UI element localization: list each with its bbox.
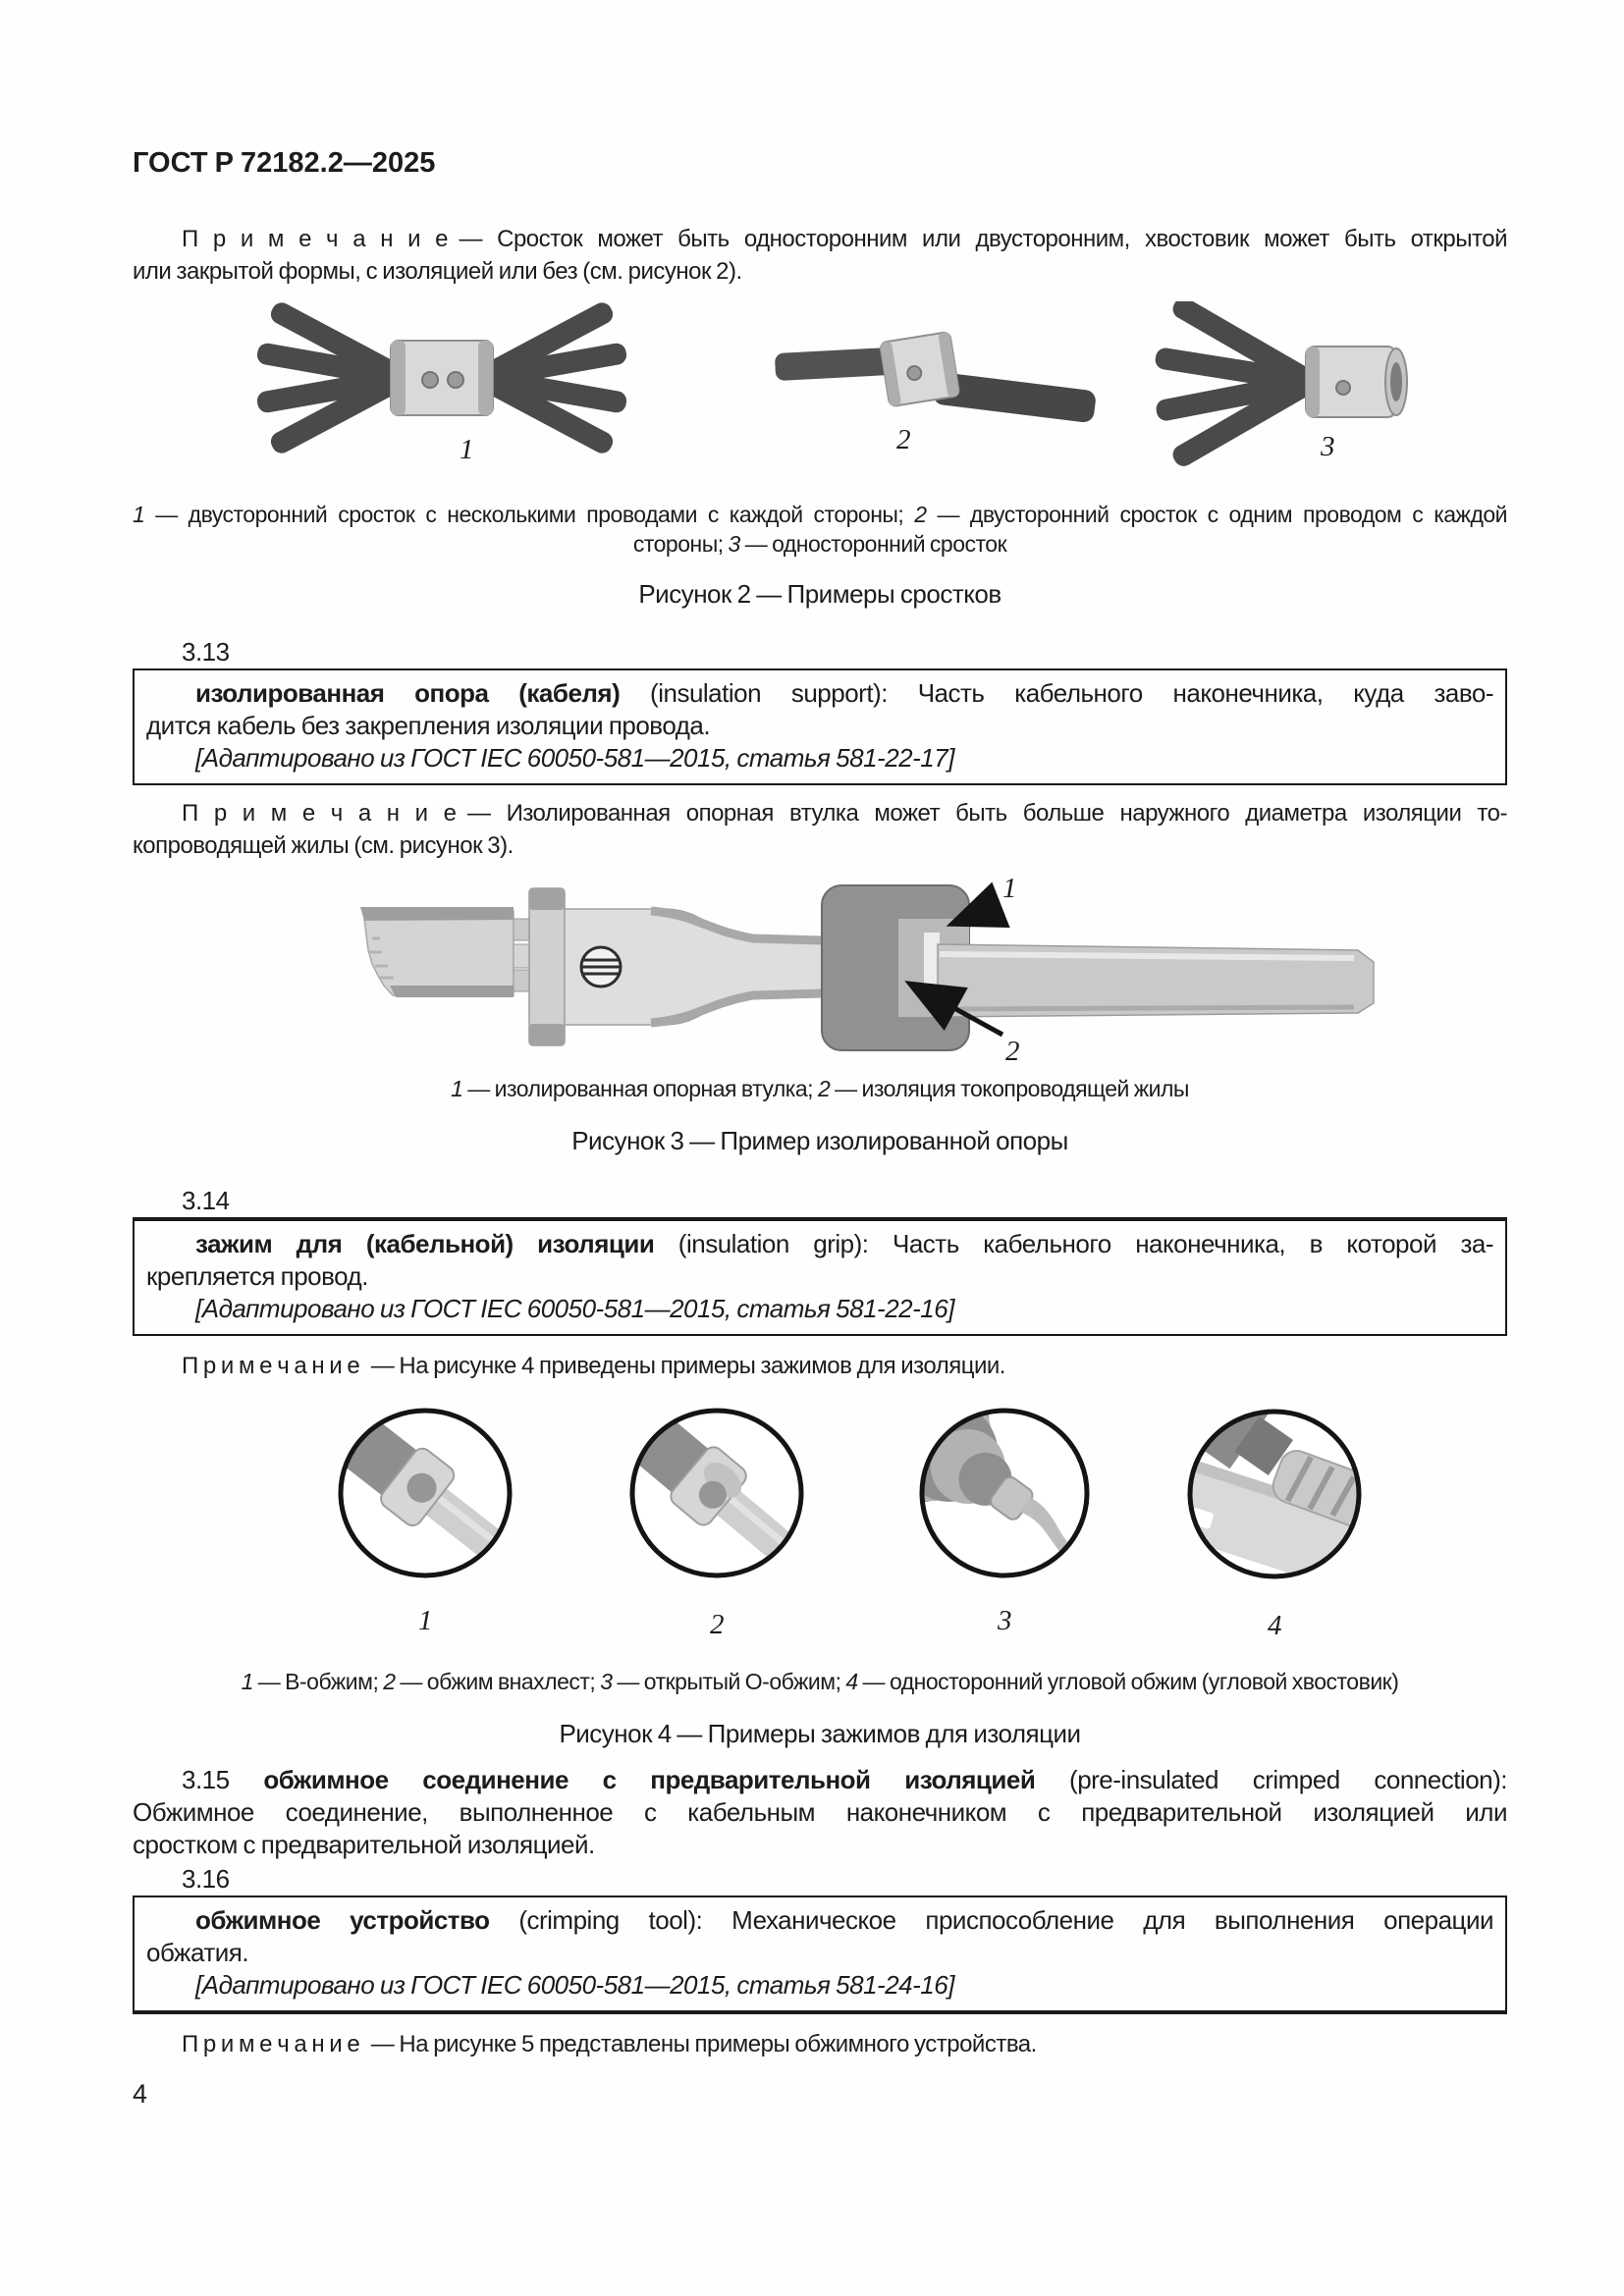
callout-arrow-2: [904, 981, 1004, 1038]
note-insulation-grip: П р и м е ч а н и е — На рисунке 4 приве…: [133, 1350, 1507, 1382]
text-line: П р и м е ч а н и е — Сросток может быть…: [182, 226, 1507, 252]
text-line: или закрытой формы, с изоляцией или без …: [133, 258, 742, 285]
figure2-label-1: 1: [460, 434, 473, 465]
text-line: обжимное устройство (crimping tool): Мех…: [195, 1905, 1493, 1935]
figure4-grip-overlap-crimp: [629, 1408, 804, 1578]
figure4-label-3: 3: [997, 1605, 1011, 1636]
text-line: 1 — В-обжим; 2 — обжим внахлест; 3 — отк…: [241, 1669, 1399, 1694]
figure3-terminal-drawing: [360, 881, 1375, 1051]
note-splice: П р и м е ч а н и е — Сросток может быть…: [133, 223, 1507, 288]
text-line: П р и м е ч а н и е — На рисунке 5 предс…: [182, 2031, 1037, 2057]
section-number-3-16: 3.16: [182, 1864, 230, 1894]
figure4-label-2: 2: [710, 1609, 724, 1640]
text-line: дится кабель без закрепления изоляции пр…: [146, 711, 711, 740]
text-line: зажим для (кабельной) изоляции (insulati…: [195, 1229, 1494, 1258]
figure2-caption: Рисунок 2 — Примеры сростков: [638, 579, 1001, 609]
figure2-label-3: 3: [1320, 431, 1334, 462]
text-line: копроводящей жилы (см. рисунок 3).: [133, 832, 514, 859]
text-line: обжатия.: [146, 1938, 249, 1967]
figure4-label-1: 1: [418, 1605, 432, 1636]
figure2-splice-two-sided-single: [775, 331, 1096, 423]
text-line: 1 — двусторонний сросток с несколькими п…: [133, 502, 1508, 527]
text-line: изолированная опора (кабеля) (insulation…: [195, 678, 1494, 708]
figure4-grip-angled-crimp: [1187, 1409, 1362, 1579]
figure3-image: 1 2: [360, 873, 1375, 1066]
text-line: [Адаптировано из ГОСТ IEC 60050-581—2015…: [195, 743, 954, 773]
text-line: П р и м е ч а н и е — Изолированная опор…: [182, 800, 1508, 827]
definition-box-3-13: изолированная опора (кабеля) (insulation…: [133, 668, 1507, 785]
text-line: [Адаптировано из ГОСТ IEC 60050-581—2015…: [195, 1294, 954, 1323]
figure3-label-2: 2: [1005, 1036, 1019, 1066]
note-crimping-tool: П р и м е ч а н и е — На рисунке 5 предс…: [133, 2028, 1507, 2060]
text-line: сростком с предварительной изоляцией.: [133, 1830, 595, 1859]
figure4-caption: Рисунок 4 — Примеры зажимов для изоляции: [559, 1719, 1081, 1748]
text-line: Обжимное соединение, выполненное с кабел…: [133, 1797, 1508, 1827]
figure2-label-2: 2: [896, 424, 910, 455]
note-insulation-support: П р и м е ч а н и е — Изолированная опор…: [133, 797, 1508, 862]
section-number-3-14: 3.14: [182, 1186, 230, 1215]
figure4-label-4: 4: [1268, 1610, 1281, 1641]
figure4-legend: 1 — В-обжим; 2 — обжим внахлест; 3 — отк…: [133, 1667, 1507, 1696]
figure4-image: 1 2 3 4: [338, 1408, 1362, 1641]
figure4-grip-b-crimp: [338, 1408, 513, 1578]
figure2-splice-one-sided: [1155, 301, 1408, 466]
figure4-grip-open-o-crimp: [919, 1408, 1090, 1578]
page-header: ГОСТ Р 72182.2—2025: [133, 147, 436, 179]
text-line: 1 — изолированная опорная втулка; 2 — из…: [451, 1076, 1189, 1101]
figure2-image: 1 2 3: [256, 301, 1408, 466]
figure2-splice-two-sided-multi: [256, 302, 627, 454]
text-line: [Адаптировано из ГОСТ IEC 60050-581—2015…: [195, 1970, 954, 2000]
figure3-caption: Рисунок 3 — Пример изолированной опоры: [571, 1126, 1068, 1155]
paragraph-3-15: 3.15 обжимное соединение с предварительн…: [133, 1764, 1508, 1861]
figure3-legend: 1 — изолированная опорная втулка; 2 — из…: [133, 1074, 1507, 1103]
page-number: 4: [133, 2079, 147, 2109]
text-line: 3.15 обжимное соединение с предварительн…: [182, 1765, 1508, 1794]
figure3-label-1: 1: [1002, 873, 1016, 904]
figure2-legend: 1 — двусторонний сросток с несколькими п…: [133, 500, 1508, 559]
definition-box-3-16: обжимное устройство (crimping tool): Мех…: [133, 1896, 1507, 2014]
text-line: крепляется провод.: [146, 1261, 368, 1291]
definition-box-3-14: зажим для (кабельной) изоляции (insulati…: [133, 1217, 1507, 1336]
text-line: П р и м е ч а н и е — На рисунке 4 приве…: [182, 1353, 1005, 1379]
text-line: стороны; 3 — односторонний сросток: [632, 531, 1007, 557]
callout-arrow-1: [946, 881, 1010, 929]
section-number-3-13: 3.13: [182, 637, 230, 667]
